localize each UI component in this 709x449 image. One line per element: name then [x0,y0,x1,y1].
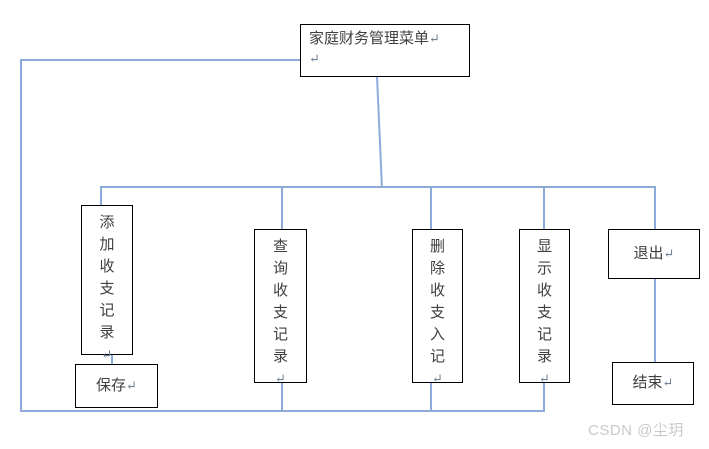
node-add-record-label: 添加收支记录↵ [99,215,115,363]
node-main-menu-label: 家庭财务管理菜单↵↵ [309,31,440,67]
node-delete-record-label: 删除收支入记↵ [429,239,445,387]
return-mark-icon: ↵ [429,31,440,46]
node-save[interactable]: 保存↵ [75,364,158,408]
node-end[interactable]: 结束↵ [612,362,694,405]
return-mark-icon-2: ↵ [309,51,320,67]
node-show-record[interactable]: 显示收支记录↵ [519,229,570,386]
node-exit-label: 退出↵ [633,245,675,262]
node-exit[interactable]: 退出↵ [608,229,700,279]
connector-title-drop [376,75,383,189]
node-show-record-label: 显示收支记录↵ [536,239,552,387]
connector-bus-to-query [281,186,283,229]
node-add-record[interactable]: 添加收支记录↵ [81,205,133,362]
return-mark-icon: ↵ [662,375,674,391]
connector-bus-to-show [543,186,545,229]
connector-title-to-left [20,59,301,61]
return-mark-icon: ↵ [101,347,113,363]
return-mark-icon: ↵ [663,245,675,261]
connector-show-to-bus [543,383,545,411]
connector-left-spine [20,59,22,412]
connector-add-to-save [111,355,113,365]
connector-bus-to-exit [654,186,656,229]
node-end-label: 结束↵ [632,375,674,392]
connector-query-to-bus [281,383,283,411]
node-query-record[interactable]: 查询收支记录↵ [254,229,307,386]
node-main-menu[interactable]: 家庭财务管理菜单↵↵ [300,24,470,77]
return-mark-icon: ↵ [126,377,137,393]
connector-delete-to-bus [430,383,432,411]
connector-exit-to-end [654,279,656,363]
node-delete-record[interactable]: 删除收支入记↵ [412,229,463,386]
return-mark-icon: ↵ [539,371,550,387]
node-query-record-label: 查询收支记录↵ [272,239,288,387]
connector-bus-to-delete [430,186,432,229]
connector-bottom-bus [20,410,545,412]
connector-bus-to-add [100,186,102,206]
node-save-label: 保存↵ [96,377,137,394]
return-mark-icon: ↵ [432,371,443,387]
return-mark-icon: ↵ [275,371,286,387]
connector-main-bus [100,186,655,188]
watermark-text: CSDN @尘玥 [588,422,684,439]
